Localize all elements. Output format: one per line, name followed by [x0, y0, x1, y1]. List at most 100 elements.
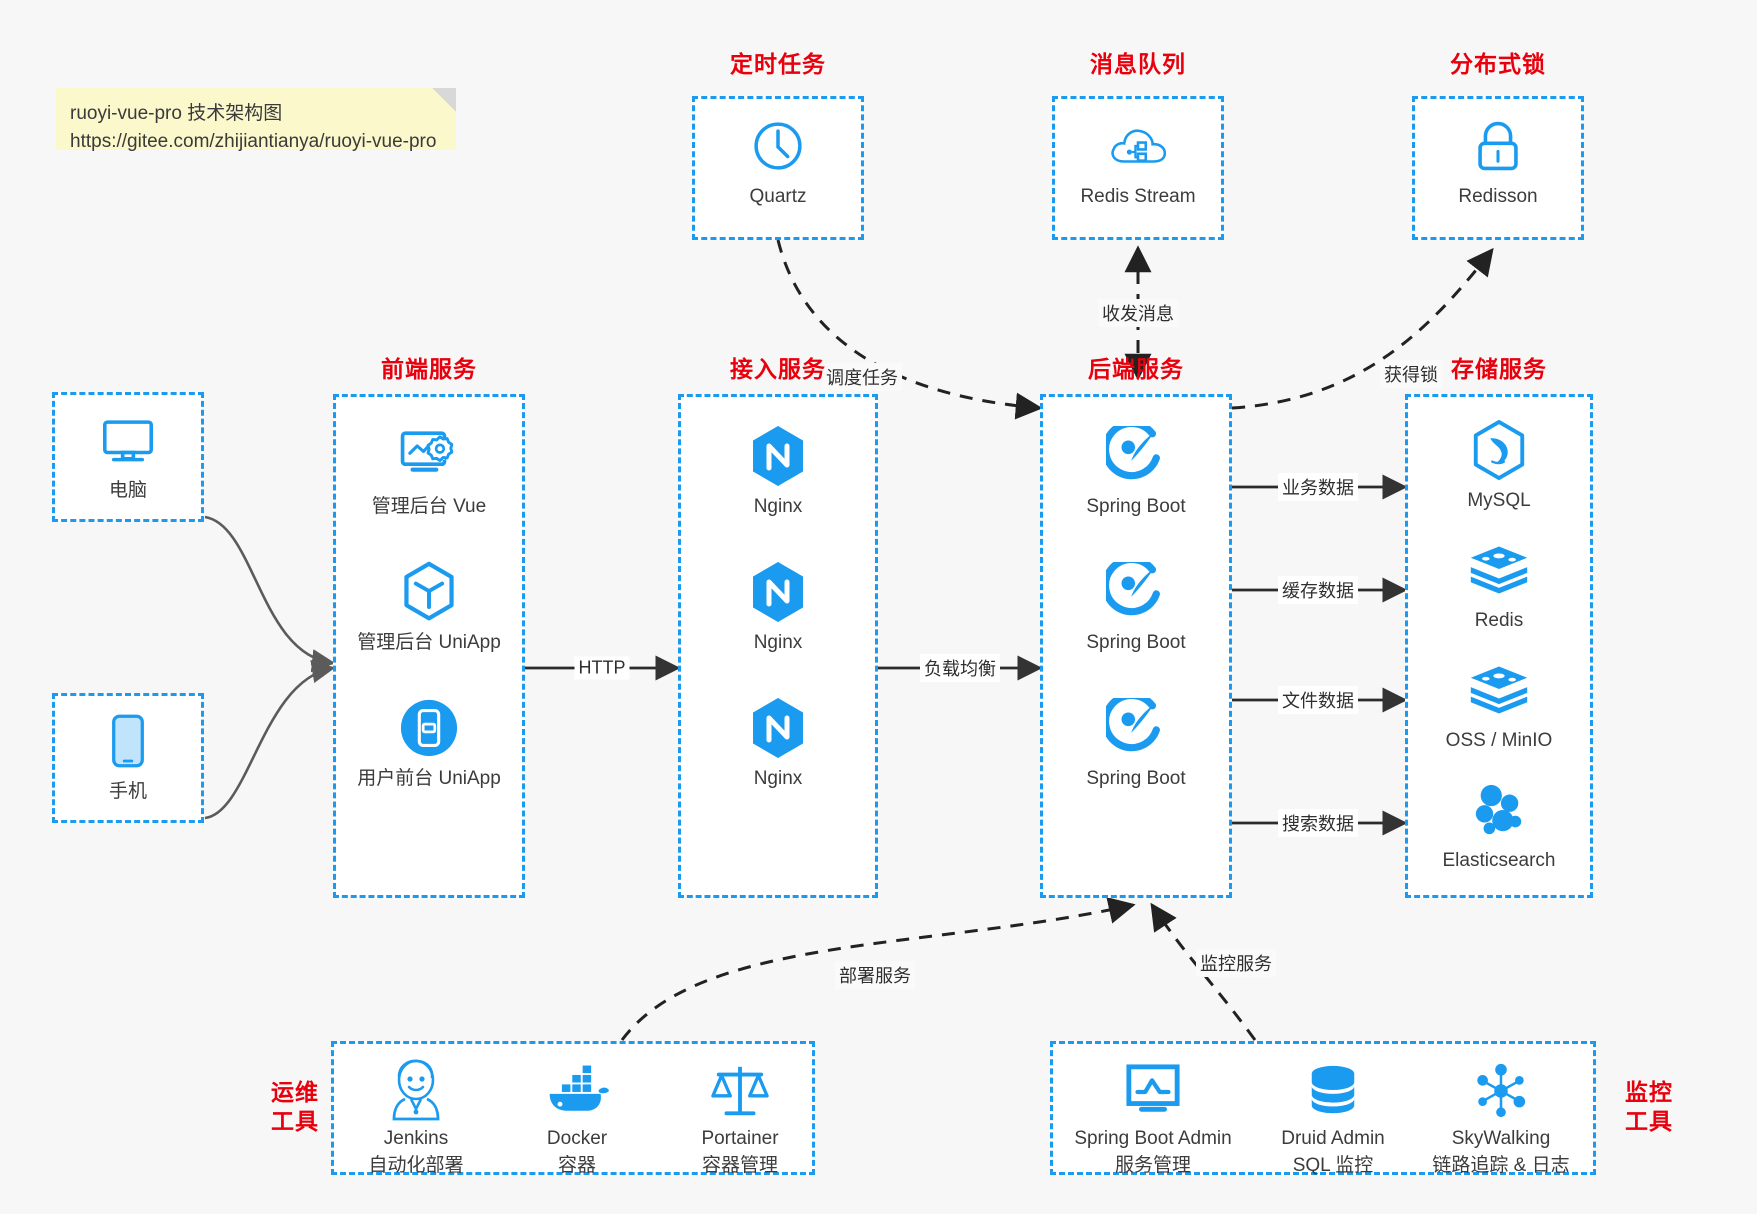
edge-label-http: HTTP [574, 656, 630, 680]
oss-minio-icon [1408, 659, 1590, 721]
edge-label-schedule-task: 调度任务 [822, 363, 902, 391]
node-jenkins[interactable]: Jenkins 自动化部署 [326, 1056, 506, 1179]
edge-label-file-data: 文件数据 [1278, 686, 1358, 714]
group-title-monitor-line1: 监控 [1625, 1079, 1673, 1105]
note-url: https://gitee.com/zhijiantianya/ruoyi-vu… [70, 130, 437, 152]
node-label: 管理后台 UniApp [357, 632, 501, 653]
portainer-icon [650, 1056, 830, 1126]
node-nginx-1[interactable]: Nginx [681, 425, 875, 520]
node-label: Redis Stream [1080, 186, 1196, 207]
node-redis-stream[interactable]: Redis Stream [1055, 115, 1221, 210]
node-mysql[interactable]: MySQL [1408, 419, 1590, 514]
edge-label-get-lock: 获得锁 [1380, 360, 1442, 388]
node-elasticsearch[interactable]: Elasticsearch [1408, 779, 1590, 874]
node-label: Spring Boot [1086, 768, 1186, 789]
node-label: OSS / MinIO [1445, 730, 1553, 751]
node-admin-uniapp[interactable]: 管理后台 UniApp [336, 561, 522, 656]
node-label: MySQL [1467, 490, 1531, 511]
node-desc: SQL 监控 [1292, 1154, 1374, 1176]
group-backend: Spring Boot Spring Boot Spring Boot [1040, 394, 1232, 898]
node-label: 用户前台 UniApp [357, 768, 501, 789]
node-desc: 容器管理 [701, 1154, 778, 1176]
node-name: SkyWalking [1451, 1128, 1551, 1149]
edge-label-mq-messages: 收发消息 [1098, 299, 1178, 327]
group-scheduler: Quartz [692, 96, 864, 240]
node-desc: 链路追踪 & 日志 [1432, 1154, 1570, 1176]
node-nginx-2[interactable]: Nginx [681, 561, 875, 656]
node-skywalking[interactable]: SkyWalking 链路追踪 & 日志 [1411, 1056, 1591, 1179]
node-label: Nginx [753, 496, 803, 517]
node-spring-boot-1[interactable]: Spring Boot [1043, 425, 1229, 520]
node-docker[interactable]: Docker 容器 [487, 1056, 667, 1179]
edge-label-search-data: 搜索数据 [1278, 809, 1358, 837]
node-pc[interactable]: 电脑 [55, 409, 201, 504]
node-label: Redisson [1458, 186, 1538, 207]
node-label: 电脑 [108, 480, 147, 501]
database-icon [1243, 1056, 1423, 1126]
elasticsearch-icon [1408, 779, 1590, 841]
group-title-scheduler: 定时任务 [730, 51, 826, 77]
spring-boot-icon [1043, 425, 1229, 487]
node-name: Docker [546, 1128, 608, 1149]
node-label: Spring Boot [1086, 496, 1186, 517]
redis-icon [1408, 539, 1590, 601]
node-redisson[interactable]: Redisson [1415, 115, 1581, 210]
node-oss-minio[interactable]: OSS / MinIO [1408, 659, 1590, 754]
group-title-monitor: 监控 工具 [1612, 1078, 1686, 1136]
note-fold-corner [432, 88, 456, 112]
edge-label-cache-data: 缓存数据 [1278, 576, 1358, 604]
group-title-gateway: 接入服务 [730, 356, 826, 382]
node-mobile[interactable]: 手机 [55, 710, 201, 805]
edge-label-deploy-service: 部署服务 [835, 961, 915, 989]
node-desc: 服务管理 [1114, 1154, 1191, 1176]
docker-icon [487, 1056, 667, 1126]
group-lock: Redisson [1412, 96, 1584, 240]
node-label: Nginx [753, 768, 803, 789]
node-quartz[interactable]: Quartz [695, 115, 861, 210]
node-name: Portainer [701, 1128, 779, 1149]
mysql-icon [1408, 419, 1590, 481]
node-label: 管理后台 Vue [371, 496, 487, 517]
group-title-devops: 运维 工具 [258, 1078, 332, 1136]
nginx-icon [681, 561, 875, 623]
group-client-mobile: 手机 [52, 693, 204, 823]
node-redis[interactable]: Redis [1408, 539, 1590, 634]
node-nginx-3[interactable]: Nginx [681, 697, 875, 792]
node-name: Jenkins [383, 1128, 449, 1149]
diagram-note: ruoyi-vue-pro 技术架构图 https://gitee.com/zh… [56, 88, 456, 152]
group-client-pc: 电脑 [52, 392, 204, 522]
node-label: Redis [1474, 610, 1524, 631]
nginx-icon [681, 697, 875, 759]
clock-icon [695, 115, 861, 177]
group-title-mq: 消息队列 [1090, 51, 1186, 77]
node-spring-boot-3[interactable]: Spring Boot [1043, 697, 1229, 792]
phone-icon [55, 710, 201, 772]
cube-icon [336, 561, 522, 623]
group-title-storage: 存储服务 [1451, 356, 1547, 382]
group-devops: Jenkins 自动化部署 Docker 容器 [331, 1041, 815, 1176]
skywalking-icon [1411, 1056, 1591, 1126]
edge-label-business-data: 业务数据 [1278, 473, 1358, 501]
cloud-stream-icon [1055, 115, 1221, 177]
node-user-uniapp[interactable]: 用户前台 UniApp [336, 697, 522, 792]
group-storage: MySQL Redis [1405, 394, 1593, 898]
nginx-icon [681, 425, 875, 487]
monitor-chart-icon [1063, 1056, 1243, 1126]
node-desc: 自动化部署 [368, 1154, 464, 1176]
group-title-devops-line1: 运维 [271, 1079, 319, 1105]
edge-label-monitor-service: 监控服务 [1196, 949, 1276, 977]
jenkins-icon [326, 1056, 506, 1126]
node-label: Nginx [753, 632, 803, 653]
node-label: 手机 [108, 781, 147, 802]
node-label: Spring Boot [1086, 632, 1186, 653]
node-spring-boot-2[interactable]: Spring Boot [1043, 561, 1229, 656]
monitor-icon [55, 409, 201, 471]
node-admin-vue[interactable]: 管理后台 Vue [336, 425, 522, 520]
group-frontend: 管理后台 Vue 管理后台 UniApp 用户前台 UniApp [333, 394, 525, 898]
node-spring-boot-admin[interactable]: Spring Boot Admin 服务管理 [1063, 1056, 1243, 1179]
node-druid-admin[interactable]: Druid Admin SQL 监控 [1243, 1056, 1423, 1179]
spring-boot-icon [1043, 561, 1229, 623]
group-title-backend: 后端服务 [1088, 356, 1184, 382]
group-gateway: Nginx Nginx Nginx [678, 394, 878, 898]
node-portainer[interactable]: Portainer 容器管理 [650, 1056, 830, 1179]
